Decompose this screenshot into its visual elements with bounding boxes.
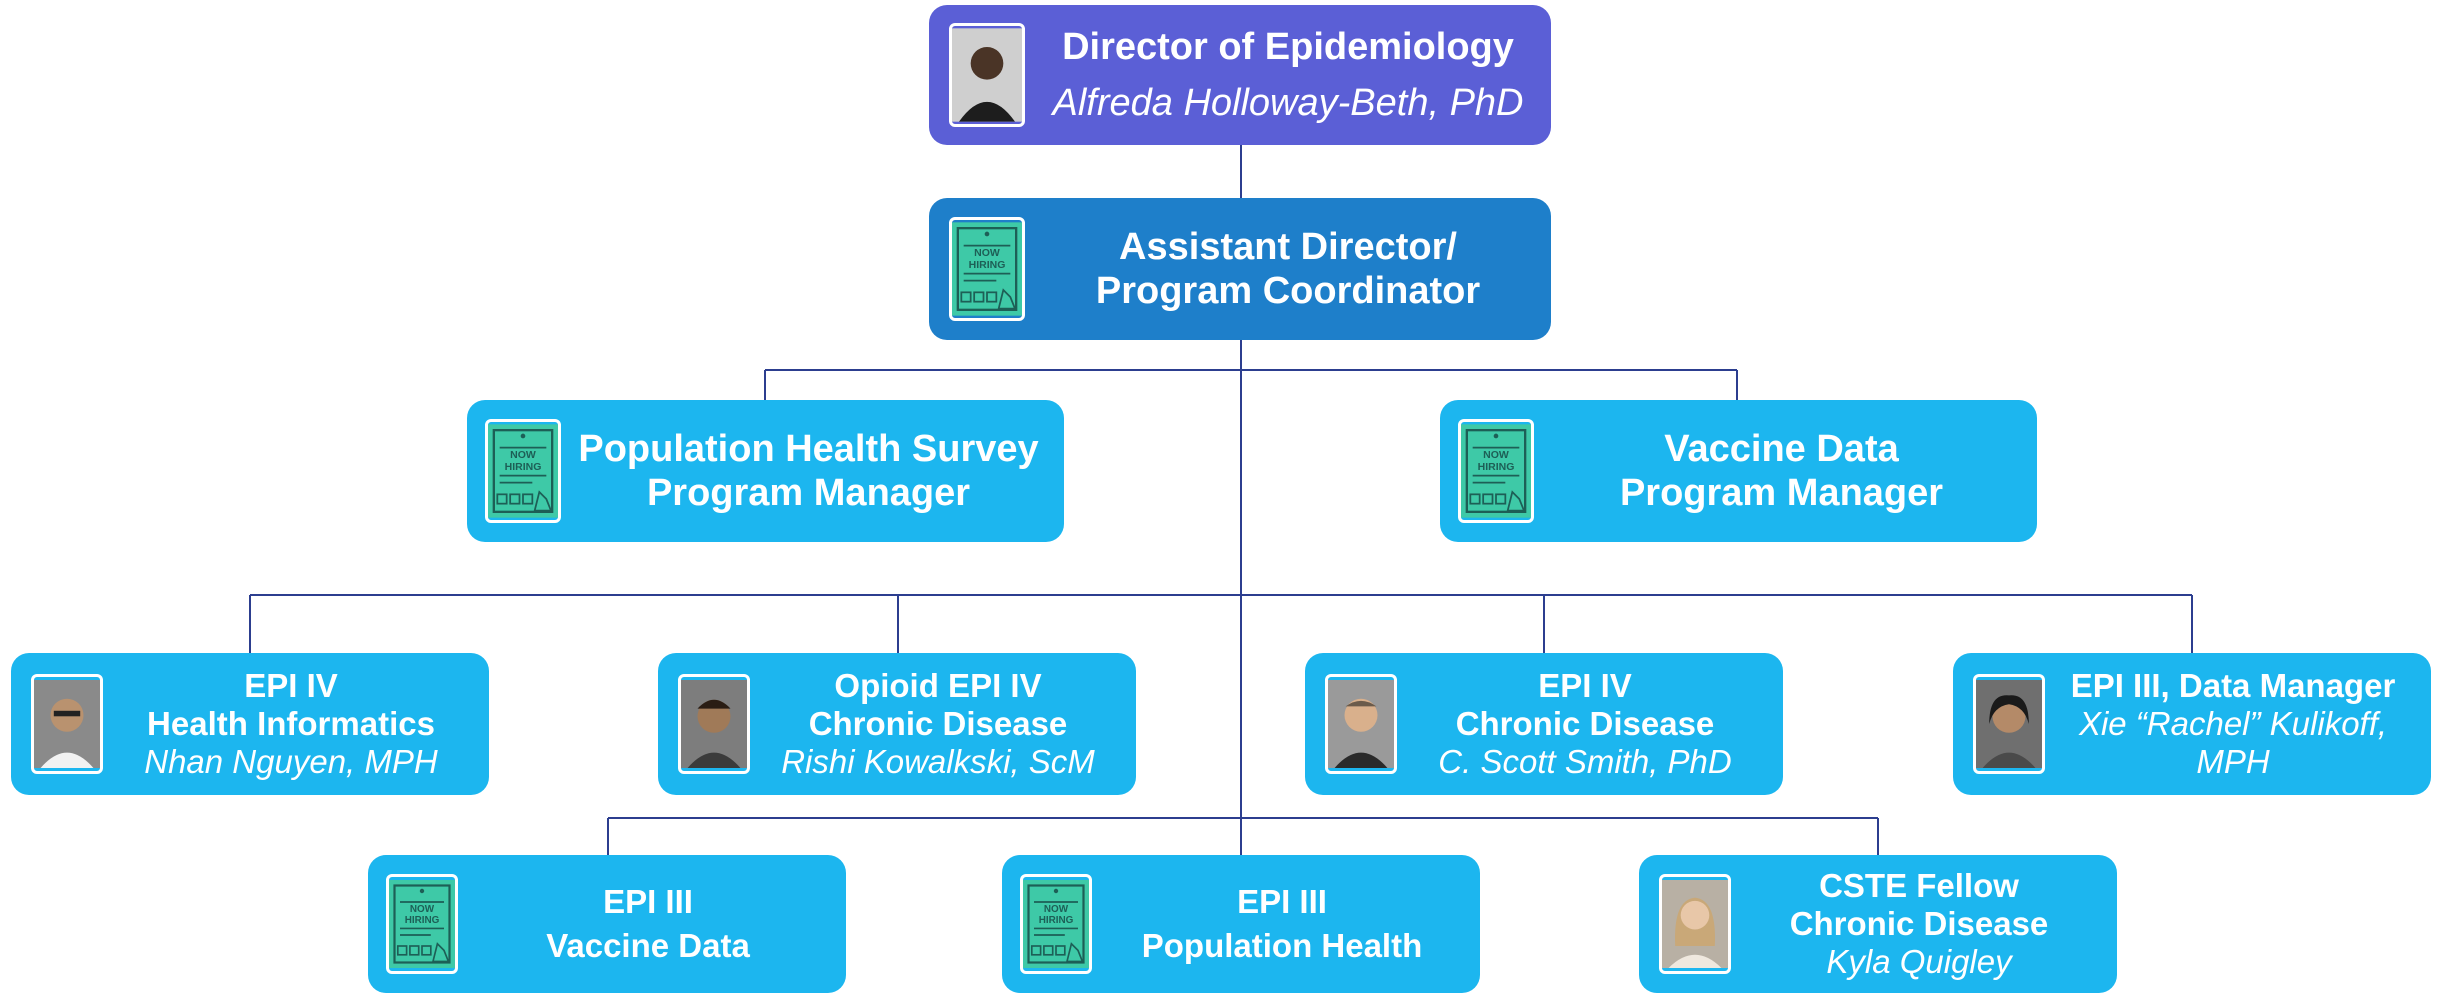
- epi-title-line2: Health Informatics: [147, 704, 435, 742]
- epi-title-line1: CSTE Fellow: [1819, 866, 2019, 904]
- director-photo: [949, 23, 1025, 127]
- svg-text:NOW: NOW: [410, 904, 435, 915]
- person-photo: [1973, 674, 2045, 774]
- svg-text:HIRING: HIRING: [505, 461, 542, 473]
- person-photo: [678, 674, 750, 774]
- epi-title-line1: EPI III: [603, 882, 693, 920]
- epi-title-line2: Population Health: [1141, 927, 1423, 964]
- svg-text:HIRING: HIRING: [405, 915, 440, 926]
- connector-bottom-row: [607, 817, 1879, 855]
- person-photo: [31, 674, 103, 774]
- director-title: Director of Epidemiology: [1062, 25, 1514, 68]
- person-photo: [1659, 874, 1731, 974]
- epi-title-line1: EPI IV: [244, 666, 338, 704]
- manager-title-line2: Program Manager: [646, 472, 971, 514]
- epi-title-line2: Chronic Disease: [808, 704, 1068, 742]
- epi-title-line2: Chronic Disease: [1789, 904, 2049, 942]
- epi-name: Kyla Quigley: [1826, 943, 2012, 981]
- epi-name: C. Scott Smith, PhD: [1438, 743, 1732, 781]
- epi-title-line1: Opioid EPI IV: [834, 666, 1042, 704]
- svg-text:NOW: NOW: [510, 449, 536, 461]
- epi-title-line2: Chronic Disease: [1455, 704, 1715, 742]
- svg-text:HIRING: HIRING: [1478, 461, 1515, 473]
- svg-text:NOW: NOW: [974, 247, 1000, 259]
- epi-title-line2: Vaccine Data: [546, 927, 750, 964]
- svg-text:HIRING: HIRING: [1039, 915, 1074, 926]
- epi-title-line1: EPI IV: [1538, 666, 1632, 704]
- epi-iv-health-informatics-box[interactable]: EPI IV Health Informatics Nhan Nguyen, M…: [11, 653, 489, 795]
- connector-managers: [764, 369, 1738, 400]
- assistant-title-line1: Assistant Director/: [1119, 225, 1457, 268]
- epi-name-line1: Xie “Rachel” Kulikoff,: [2078, 704, 2388, 742]
- connector-epi-row: [249, 594, 2193, 653]
- epi-name: Rishi Kowalkski, ScM: [781, 743, 1095, 781]
- manager-title-line1: Population Health Survey: [578, 427, 1039, 470]
- svg-text:NOW: NOW: [1483, 449, 1509, 461]
- svg-text:HIRING: HIRING: [969, 259, 1006, 271]
- epi-title-line1: EPI III: [1237, 882, 1327, 920]
- manager-title-line2: Program Manager: [1619, 472, 1944, 514]
- cste-fellow-box[interactable]: CSTE Fellow Chronic Disease Kyla Quigley: [1639, 855, 2117, 993]
- manager-title-line1: Vaccine Data: [1664, 427, 1899, 470]
- epi-iii-data-manager-box[interactable]: EPI III, Data Manager Xie “Rachel” Kulik…: [1953, 653, 2431, 795]
- epi-name-line2: MPH: [2196, 743, 2270, 781]
- epi-iv-chronic-disease-box[interactable]: EPI IV Chronic Disease C. Scott Smith, P…: [1305, 653, 1783, 795]
- epi-title-line1: EPI III, Data Manager: [2070, 666, 2396, 704]
- person-photo: [1325, 674, 1397, 774]
- epi-name: Nhan Nguyen, MPH: [144, 743, 438, 781]
- assistant-title-line2: Program Coordinator: [1095, 270, 1481, 312]
- director-name: Alfreda Holloway-Beth, PhD: [1052, 82, 1524, 124]
- director-box[interactable]: Director of Epidemiology Alfreda Hollowa…: [929, 5, 1551, 145]
- opioid-epi-iv-box[interactable]: Opioid EPI IV Chronic Disease Rishi Kowa…: [658, 653, 1136, 795]
- svg-text:NOW: NOW: [1044, 904, 1069, 915]
